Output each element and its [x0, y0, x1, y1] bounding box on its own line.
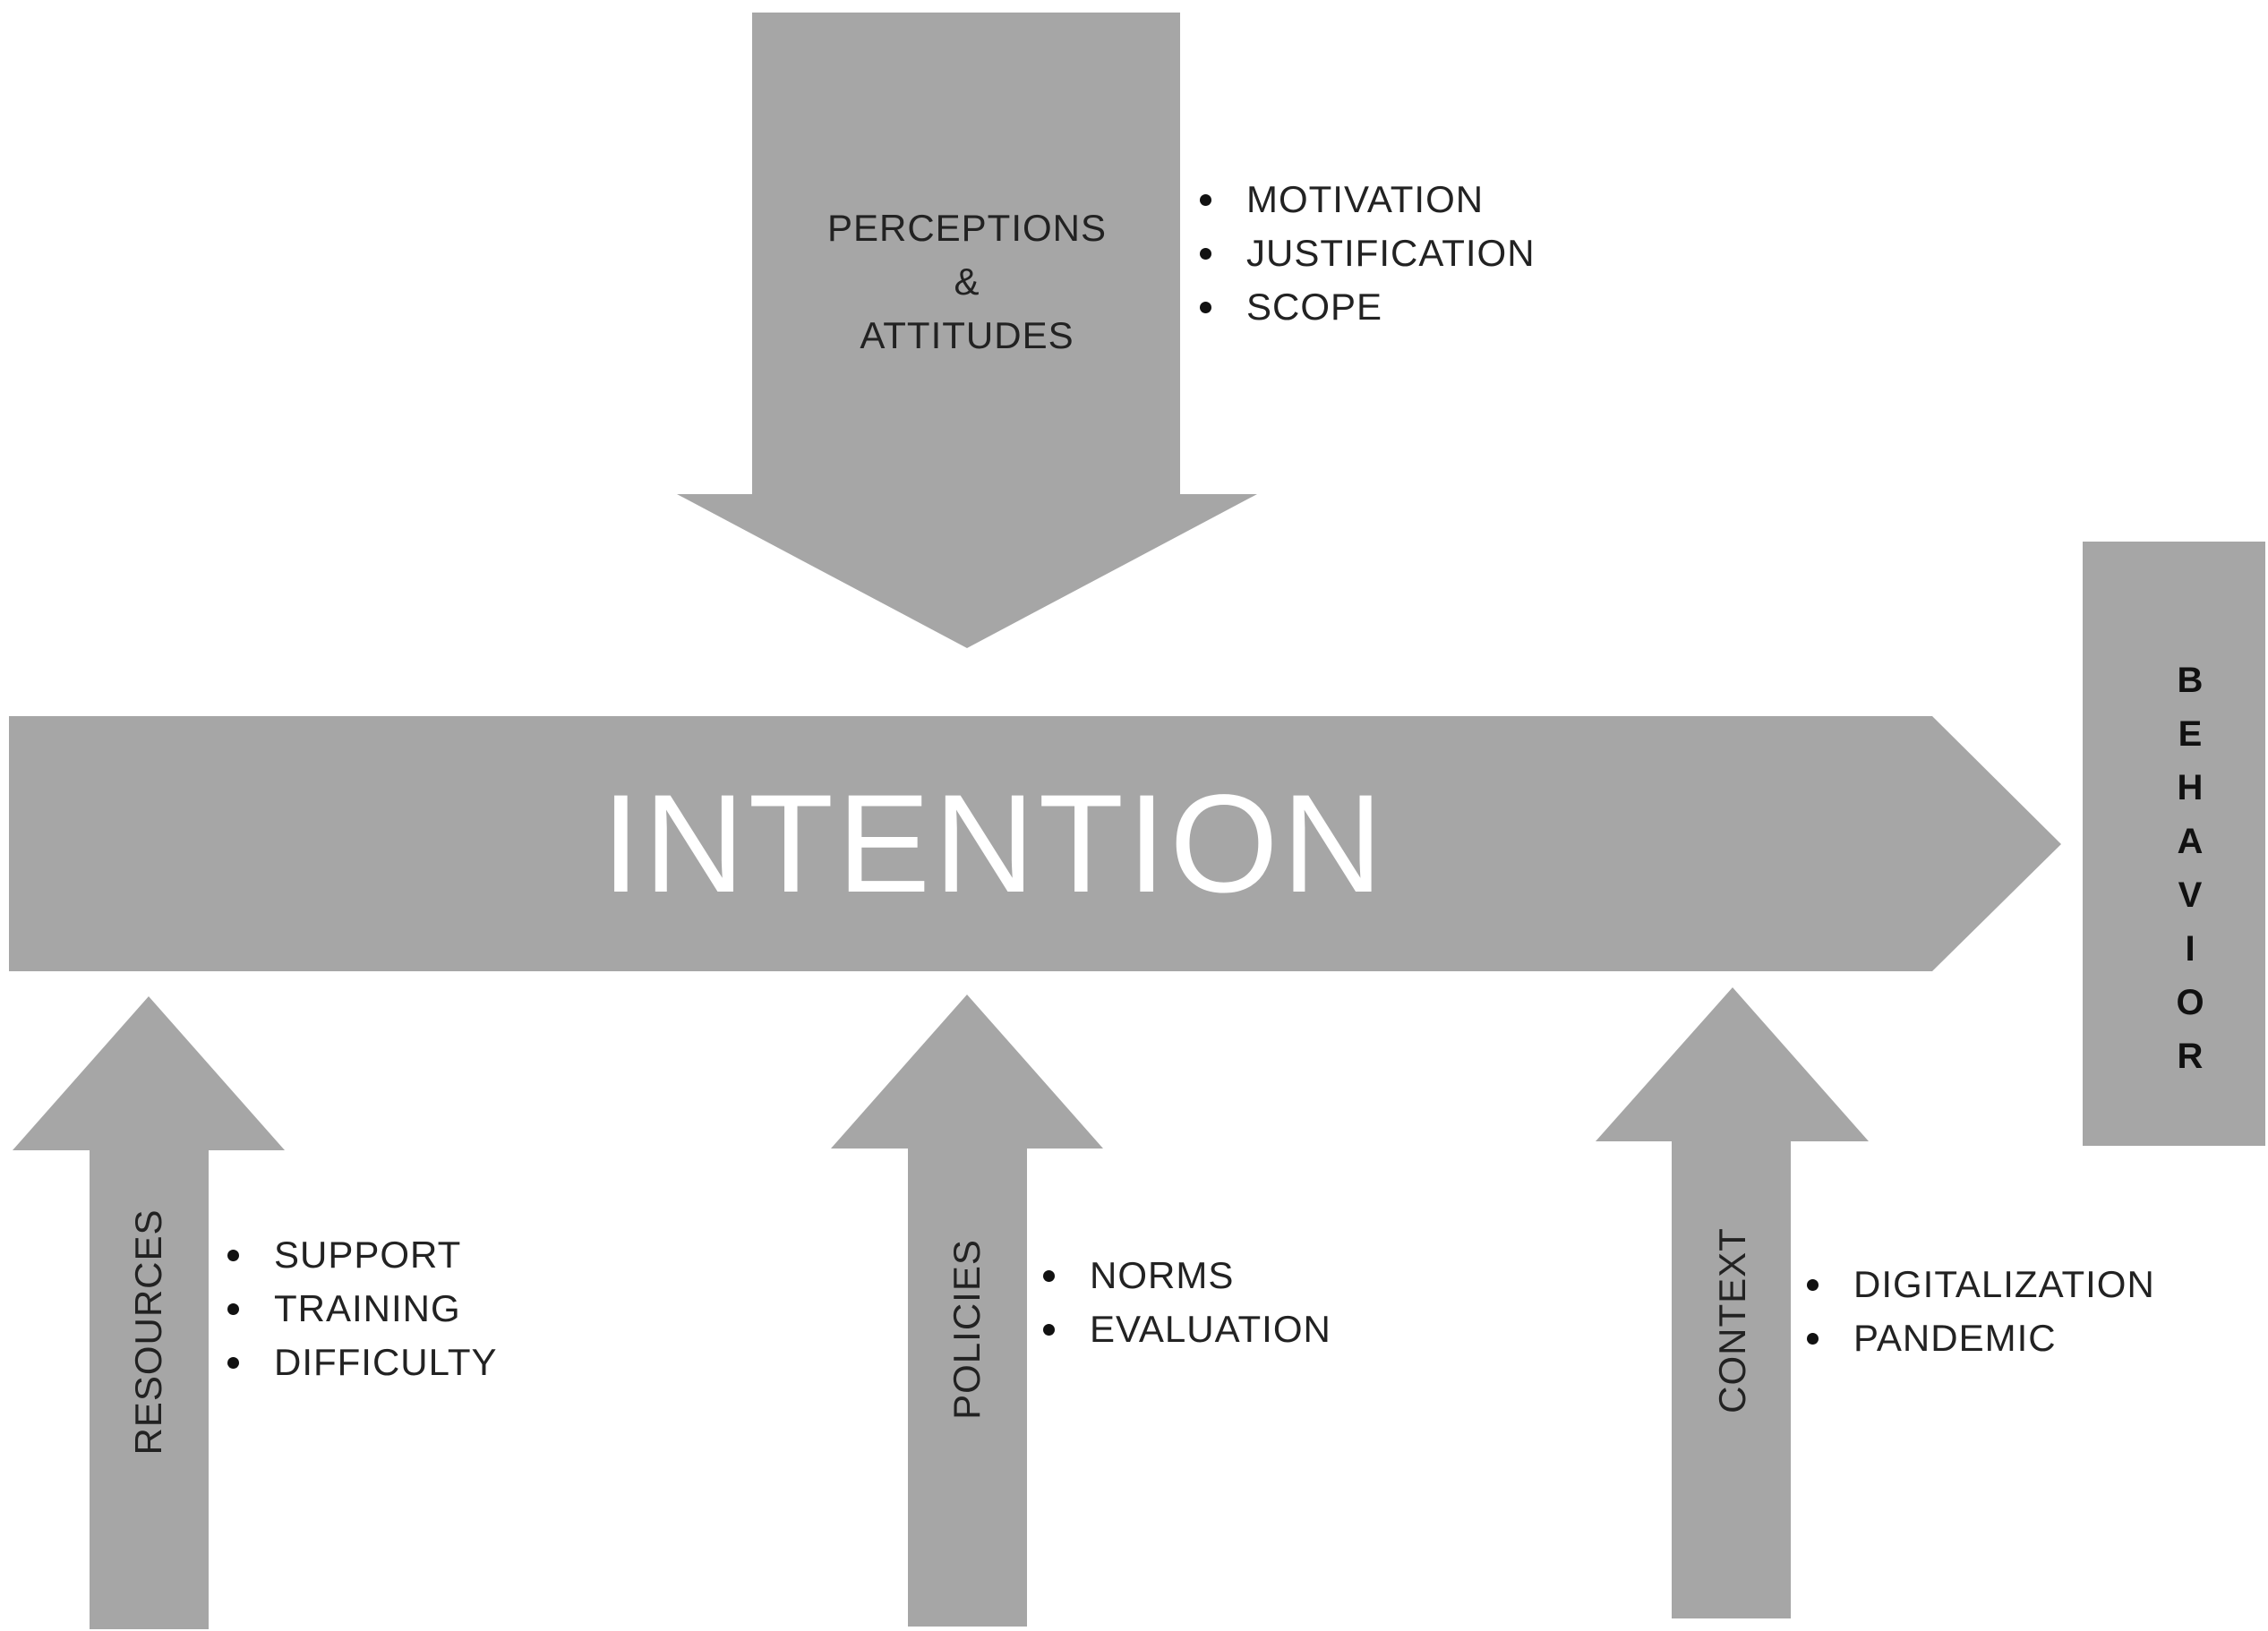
policies-bullet-list: NORMS EVALUATION	[1043, 1249, 1331, 1356]
behavior-letter: I	[2185, 929, 2195, 969]
list-item: TRAINING	[227, 1282, 498, 1336]
perceptions-label-line2: &	[954, 260, 980, 303]
list-item: NORMS	[1043, 1249, 1331, 1302]
list-item: DIFFICULTY	[227, 1336, 498, 1389]
context-arrow	[1596, 987, 1869, 1618]
perceptions-label-line1: PERCEPTIONS	[826, 207, 1108, 249]
behavior-letter: V	[2178, 875, 2203, 915]
behavior-letter: E	[2178, 714, 2203, 754]
behavior-letter: H	[2177, 768, 2204, 807]
list-item: PANDEMIC	[1807, 1311, 2155, 1365]
context-bullet-list: DIGITALIZATION PANDEMIC	[1807, 1258, 2155, 1365]
behavior-box	[2083, 542, 2265, 1146]
list-item: JUSTIFICATION	[1200, 226, 1536, 280]
resources-arrow	[13, 996, 285, 1629]
perceptions-bullet-list: MOTIVATION JUSTIFICATION SCOPE	[1200, 173, 1536, 334]
behavior-letter: A	[2177, 822, 2204, 861]
behavior-label: B E H A V I O R	[2172, 653, 2208, 1083]
list-item: EVALUATION	[1043, 1302, 1331, 1356]
policies-label: POLICIES	[946, 1239, 988, 1420]
list-item: SCOPE	[1200, 280, 1536, 334]
resources-label: RESOURCES	[127, 1208, 169, 1456]
context-label: CONTEXT	[1711, 1227, 1753, 1413]
intention-label: INTENTION	[601, 766, 1387, 922]
behavior-letter: R	[2177, 1037, 2204, 1076]
behavior-letter: O	[2176, 983, 2204, 1022]
perceptions-arrow	[677, 13, 1257, 648]
perceptions-label-line3: ATTITUDES	[860, 314, 1074, 356]
behavior-letter: B	[2177, 661, 2204, 700]
resources-bullet-list: SUPPORT TRAINING DIFFICULTY	[227, 1228, 498, 1389]
list-item: SUPPORT	[227, 1228, 498, 1282]
policies-arrow	[831, 995, 1103, 1627]
list-item: MOTIVATION	[1200, 173, 1536, 226]
list-item: DIGITALIZATION	[1807, 1258, 2155, 1311]
intention-arrow	[9, 716, 2061, 971]
